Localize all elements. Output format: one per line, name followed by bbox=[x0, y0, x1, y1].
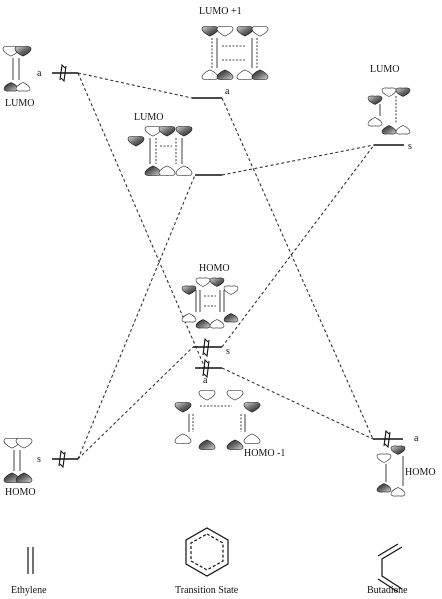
orbital-ts-homo-minus1 bbox=[174, 389, 261, 451]
label-ts-homo: HOMO bbox=[199, 263, 230, 274]
sym-butadiene-lumo: s bbox=[408, 141, 412, 152]
orbital-labels: LUMO HOMO LUMO +1 LUMO HOMO HOMO -1 LUMO… bbox=[5, 6, 436, 498]
electron-pair-ts-homo-minus1 bbox=[202, 358, 210, 379]
sym-ethylene-lumo: a bbox=[37, 68, 42, 79]
sym-ethylene-homo: s bbox=[37, 454, 41, 465]
molecule-structures bbox=[27, 527, 403, 593]
line-ts-homo1-butadiene-homo bbox=[221, 367, 374, 440]
label-butadiene-homo: HOMO bbox=[405, 467, 436, 478]
line-ts-homo-butadiene-lumo bbox=[221, 144, 375, 348]
line-ts-lumo1-butadiene-homo bbox=[221, 97, 374, 440]
electron-pair-butadiene-homo bbox=[383, 429, 391, 449]
orbital-ethylene-lumo bbox=[2, 45, 32, 92]
line-ethylene-homo-ts-homo bbox=[77, 346, 194, 460]
electron-pairs bbox=[58, 63, 391, 469]
label-ethylene-lumo: LUMO bbox=[5, 98, 34, 109]
molecule-label-ethylene: Ethylene bbox=[11, 585, 47, 596]
butadiene-structure bbox=[377, 543, 403, 593]
line-ts-lumo-butadiene-lumo bbox=[221, 144, 375, 176]
label-butadiene-lumo: LUMO bbox=[370, 64, 399, 75]
transition-state-structure bbox=[185, 527, 229, 577]
line-ethylene-lumo-ts-lumo1 bbox=[77, 72, 193, 99]
label-ts-lumo: LUMO bbox=[134, 112, 163, 123]
line-ethylene-homo-ts-lumo bbox=[77, 174, 196, 460]
orbital-ethylene-homo bbox=[3, 437, 33, 484]
sym-ts-homo-minus1: a bbox=[203, 375, 208, 386]
ethylene-structure bbox=[27, 547, 34, 574]
electron-pair-ethylene-lumo bbox=[59, 63, 67, 83]
sym-ts-lumo-plus1: a bbox=[225, 86, 230, 97]
electron-pair-ethylene-homo bbox=[58, 449, 66, 469]
molecule-label-transition-state: Transition State bbox=[175, 585, 239, 596]
molecule-labels: Ethylene Transition State Butadiene bbox=[11, 585, 408, 596]
orbital-butadiene-homo bbox=[376, 445, 406, 497]
label-ethylene-homo: HOMO bbox=[5, 487, 36, 498]
sym-butadiene-homo: a bbox=[414, 433, 419, 444]
molecule-label-butadiene: Butadiene bbox=[367, 585, 408, 596]
electron-pair-ts-homo bbox=[202, 337, 210, 358]
orbital-ts-lumo bbox=[127, 125, 193, 177]
orbital-ts-lumo-plus1 bbox=[201, 25, 269, 81]
label-ts-homo-minus1: HOMO -1 bbox=[244, 448, 285, 459]
sym-ts-homo: s bbox=[226, 346, 230, 357]
orbital-ts-homo bbox=[181, 277, 239, 329]
correlation-lines bbox=[77, 72, 375, 460]
orbital-butadiene-lumo bbox=[367, 87, 411, 135]
line-ethylene-lumo-ts-homo1 bbox=[77, 72, 206, 369]
label-ts-lumo-plus1: LUMO +1 bbox=[199, 6, 242, 17]
